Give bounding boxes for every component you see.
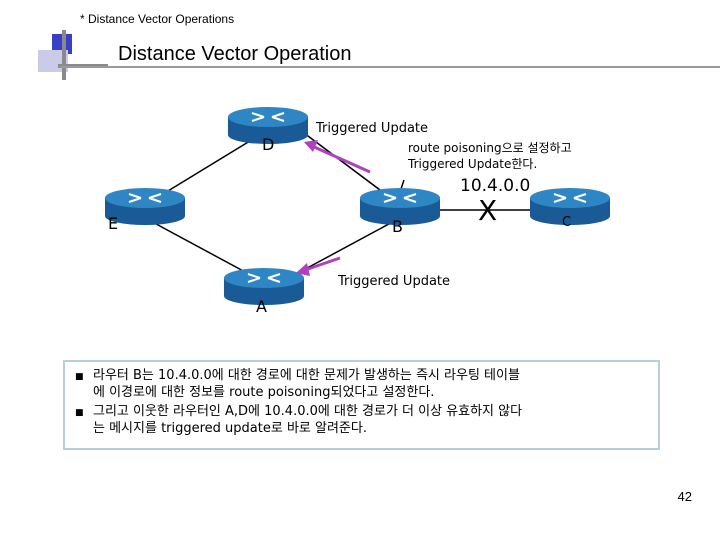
triggered-arrow-to-a xyxy=(304,256,341,272)
link-failure-mark: X xyxy=(478,194,498,227)
page-title: Distance Vector Operation xyxy=(118,43,352,65)
bullet-square-icon: ■ xyxy=(75,372,84,382)
page-number: 42 xyxy=(677,489,692,504)
poisoning-note-line1: route poisoning으로 설정하고 xyxy=(408,141,572,155)
explanation-text: 라우터 B는 10.4.0.0에 대한 경로에 대한 문제가 발생하는 즉시 라… xyxy=(93,368,520,383)
explanation-bullet: ■ 그리고 이웃한 라우터인 A,D에 10.4.0.0에 대한 경로가 더 이… xyxy=(75,403,648,437)
router-label-b: B xyxy=(392,217,403,236)
explanation-text: 는 메시지를 triggered update로 바로 알려준다. xyxy=(93,421,367,436)
triggered-update-label-top: Triggered Update xyxy=(316,121,429,136)
triggered-update-label-bottom: Triggered Update xyxy=(338,274,451,289)
router-b-icon xyxy=(360,188,440,225)
explanation-text: 에 이경로에 대한 정보를 route poisoning되었다고 설정한다. xyxy=(93,385,435,400)
router-label-d: D xyxy=(262,135,275,154)
explanation-bullet: ■ 라우터 B는 10.4.0.0에 대한 경로에 대한 문제가 발생하는 즉시… xyxy=(75,367,648,401)
title-underline xyxy=(60,66,720,68)
triggered-arrowhead-to-a xyxy=(296,263,310,276)
triggered-arrow-to-d xyxy=(311,144,371,174)
triggered-arrowhead-to-d xyxy=(304,140,318,152)
router-e-icon xyxy=(105,188,185,225)
router-a-icon xyxy=(224,268,304,305)
bullet-square-icon: ■ xyxy=(75,408,84,418)
link-e-a xyxy=(144,217,261,281)
router-c-icon xyxy=(530,188,610,225)
router-label-e: E xyxy=(108,214,119,233)
explanation-box: ■ 라우터 B는 10.4.0.0에 대한 경로에 대한 문제가 발생하는 즉시… xyxy=(63,360,660,450)
explanation-text: 그리고 이웃한 라우터인 A,D에 10.4.0.0에 대한 경로가 더 이상 … xyxy=(93,404,523,419)
header-small-title: * Distance Vector Operations xyxy=(80,12,235,26)
network-address-label: 10.4.0.0 xyxy=(460,176,531,196)
router-label-a: A xyxy=(256,297,267,316)
router-label-c: C xyxy=(562,215,572,230)
poisoning-note-line2: Triggered Update한다. xyxy=(408,157,538,171)
router-d-icon xyxy=(228,107,308,144)
